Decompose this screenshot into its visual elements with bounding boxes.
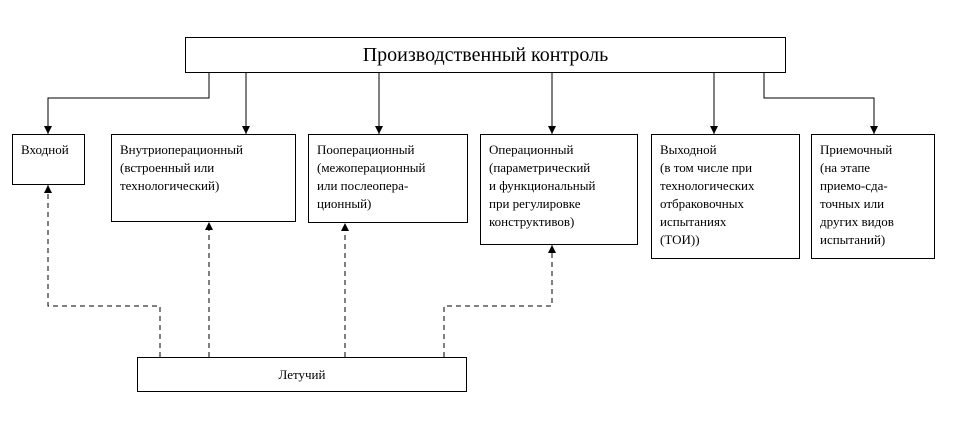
box-line: конструктивов) — [489, 214, 575, 229]
root-box-production-control: Производственный контроль — [185, 37, 786, 73]
box-line: (ТОИ)) — [660, 232, 700, 247]
box-intraoperational-control: Внутриоперационный (встроенный или техно… — [111, 134, 296, 222]
arrow-root-to-input — [44, 73, 210, 134]
box-line: (параметрический — [489, 160, 591, 175]
box-line: технологический) — [120, 178, 220, 193]
box-acceptance-control: Приемочный (на этапе приемо-сда- точных … — [811, 134, 935, 259]
box-interoperational-control: Пооперационный (межоперационный или посл… — [308, 134, 468, 223]
box-line: Пооперационный — [317, 142, 415, 157]
box-line: Приемочный — [820, 142, 893, 157]
box-line: Операционный — [489, 142, 574, 157]
box-line: Входной — [21, 142, 69, 157]
box-line: других видов — [820, 214, 894, 229]
box-operational-control: Операционный (параметрический и функцион… — [480, 134, 638, 245]
dashed-arrow-flying-to-oper — [443, 245, 556, 357]
box-line: (встроенный или — [120, 160, 215, 175]
box-output-control: Выходной (в том числе при технологически… — [651, 134, 800, 259]
box-line: и функциональный — [489, 178, 596, 193]
box-line: (в том числе при — [660, 160, 753, 175]
arrow-root-to-accept — [763, 73, 878, 134]
flying-label: Летучий — [278, 366, 326, 382]
box-line: испытаниях — [660, 214, 727, 229]
box-line: Внутриоперационный — [120, 142, 243, 157]
box-input-control: Входной — [12, 134, 85, 185]
box-line: приемо-сда- — [820, 178, 888, 193]
box-flying-control: Летучий — [137, 357, 467, 392]
box-line: (межоперационный — [317, 160, 426, 175]
box-line: при регулировке — [489, 196, 581, 211]
box-line: (на этапе — [820, 160, 871, 175]
box-line: ционный) — [317, 196, 372, 211]
box-line: точных или — [820, 196, 885, 211]
root-label: Производственный контроль — [362, 44, 609, 66]
box-line: технологических — [660, 178, 755, 193]
box-line: испытаний) — [820, 232, 886, 247]
box-line: или послеопера- — [317, 178, 409, 193]
box-line: Выходной — [660, 142, 717, 157]
box-line: отбраковочных — [660, 196, 744, 211]
